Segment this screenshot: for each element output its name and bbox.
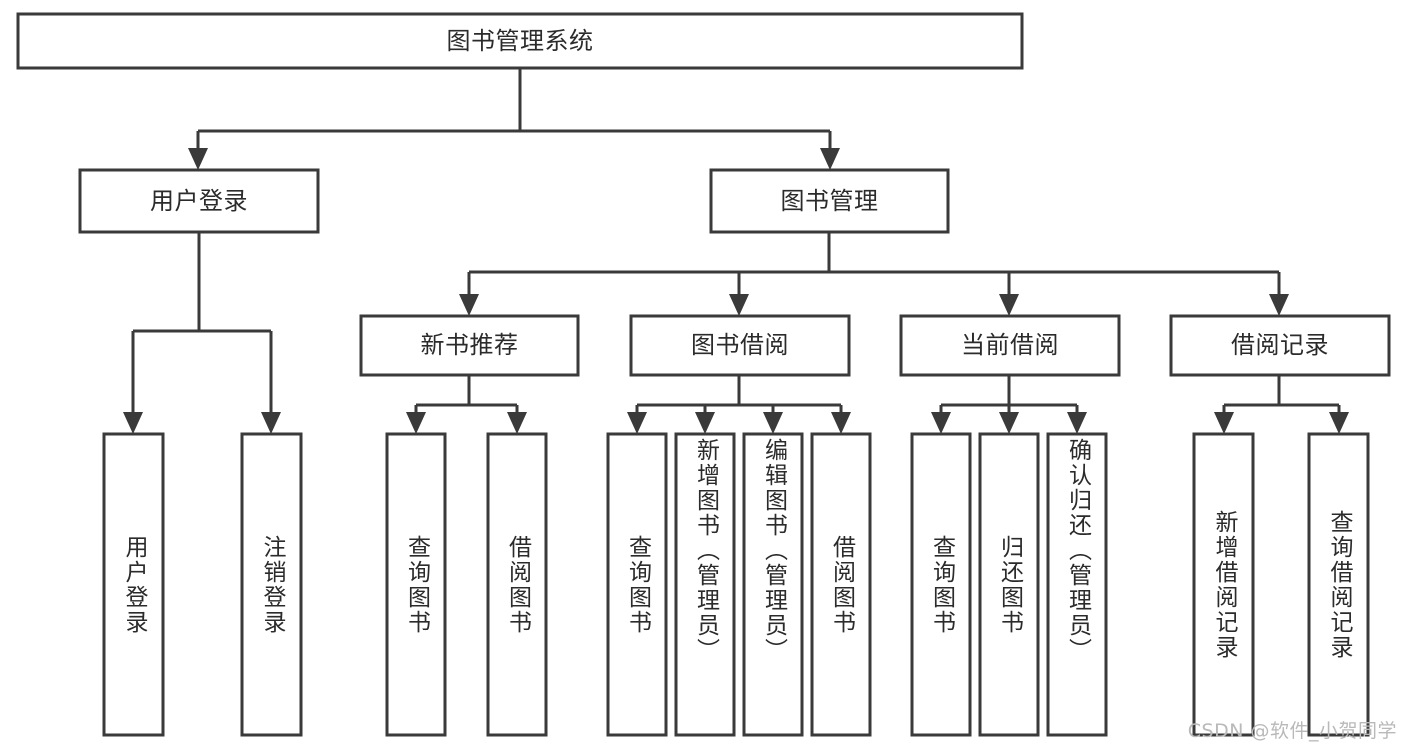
leaf-box-query-book-1[interactable] xyxy=(385,432,447,737)
leaf-box-query-book-2[interactable] xyxy=(606,432,668,737)
leaf-box-borrow-book-1[interactable] xyxy=(486,432,548,737)
leaf-box-return-book[interactable] xyxy=(978,432,1040,737)
leaf-box-user-login[interactable] xyxy=(102,432,165,737)
arrowhead-leaf-query-book-2 xyxy=(627,412,647,434)
node-box-root[interactable] xyxy=(16,12,1024,70)
connector-root-to-level2 xyxy=(196,68,832,148)
connector-book-borrow-to-leaves xyxy=(635,375,843,412)
arrowhead-leaf-borrow-book-2 xyxy=(831,412,851,434)
connector-borrow-record-to-leaves xyxy=(1222,375,1341,412)
leaf-box-query-book-3[interactable] xyxy=(910,432,972,737)
arrowhead-new-book-rec xyxy=(459,294,479,316)
leaf-box-edit-book[interactable] xyxy=(742,432,804,737)
arrowhead-book-manage xyxy=(820,148,840,170)
node-box-current-borrow[interactable] xyxy=(899,314,1121,377)
leaf-box-logout[interactable] xyxy=(240,432,303,737)
leaf-box-add-book[interactable] xyxy=(674,432,736,737)
node-box-new-book-rec[interactable] xyxy=(359,314,580,377)
node-box-book-manage[interactable] xyxy=(709,168,950,234)
arrowhead-leaf-edit-book xyxy=(763,412,783,434)
connector-new-book-rec-to-leaves xyxy=(414,375,519,412)
node-box-borrow-record[interactable] xyxy=(1169,314,1391,377)
node-box-user-login[interactable] xyxy=(78,168,320,234)
arrowhead-leaf-query-book-1 xyxy=(406,412,426,434)
arrowhead-leaf-borrow-book-1 xyxy=(507,412,527,434)
connector-user-login-to-leaves xyxy=(131,232,273,412)
arrowhead-leaf-return-book xyxy=(999,412,1019,434)
arrowhead-leaf-confirm-return xyxy=(1067,412,1087,434)
leaf-box-confirm-return[interactable] xyxy=(1046,432,1108,737)
arrowhead-borrow-record xyxy=(1269,294,1289,316)
arrowhead-current-borrow xyxy=(999,294,1019,316)
connector-current-borrow-to-leaves xyxy=(939,375,1079,412)
arrowhead-user-login xyxy=(188,148,208,170)
arrowhead-leaf-user-login xyxy=(123,412,143,434)
arrowhead-book-borrow xyxy=(729,294,749,316)
connector-book-manage-to-level3 xyxy=(467,232,1281,294)
watermark-text: CSDN @软件_小贺同学 xyxy=(1187,720,1397,742)
leaf-box-borrow-book-2[interactable] xyxy=(810,432,872,737)
arrowhead-leaf-logout xyxy=(261,412,281,434)
arrowhead-leaf-add-book xyxy=(695,412,715,434)
arrowhead-leaf-add-record xyxy=(1214,412,1234,434)
leaf-box-add-record[interactable] xyxy=(1192,432,1255,737)
leaf-box-query-record[interactable] xyxy=(1307,432,1370,737)
node-box-book-borrow[interactable] xyxy=(629,314,851,377)
arrowhead-leaf-query-book-3 xyxy=(931,412,951,434)
arrowhead-leaf-query-record xyxy=(1329,412,1349,434)
